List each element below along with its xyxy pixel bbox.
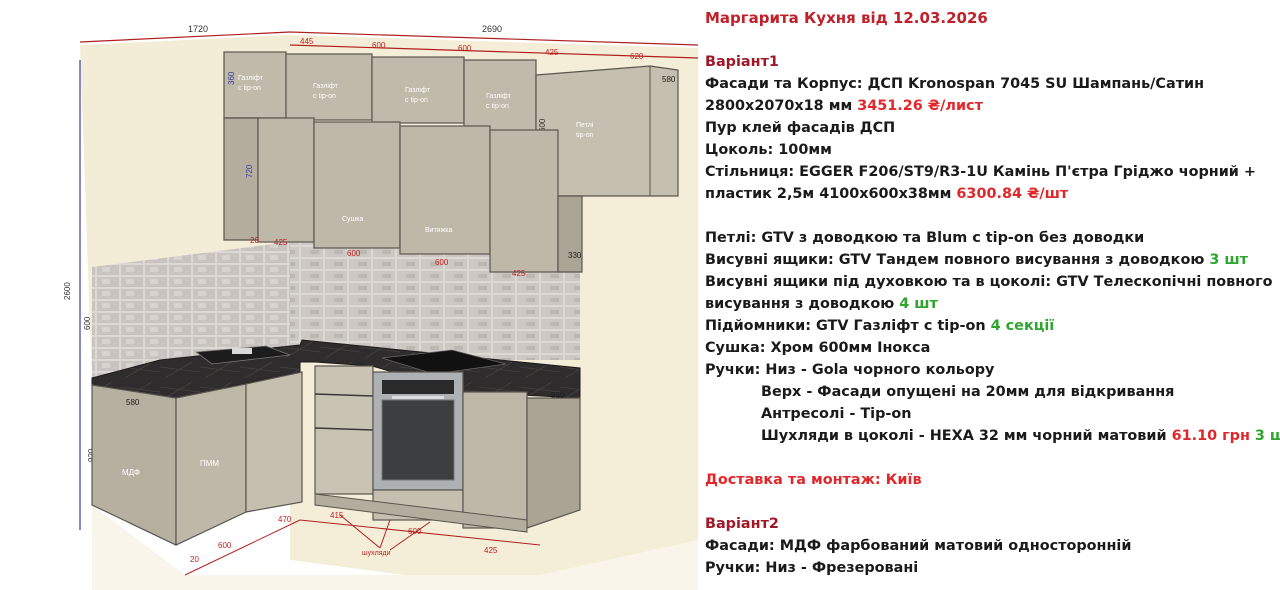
dim-425: 425 bbox=[545, 48, 559, 57]
glue-line: Пур клей фасадів ДСП bbox=[705, 120, 896, 136]
dim-445: 445 bbox=[300, 37, 314, 46]
v2-handles-line: Ручки: Низ - Фрезеровані bbox=[705, 560, 919, 576]
dim-600-floor: 600 bbox=[218, 541, 232, 550]
handles-mezz-line: Антресолі - Tip-on bbox=[761, 406, 912, 422]
dim-425-wall: 425 bbox=[512, 269, 526, 278]
lift1-label-a: Газліфт bbox=[238, 74, 264, 82]
dim-580-top: 580 bbox=[662, 75, 676, 84]
plinth-line: Цоколь: 100мм bbox=[705, 142, 832, 158]
handles-low-line: Ручки: Низ - Gola чорного кольору bbox=[705, 362, 995, 378]
dim-600b: 600 bbox=[458, 44, 472, 53]
cooktop bbox=[381, 349, 507, 375]
lift2-label-a: Газліфт bbox=[313, 82, 339, 90]
lift3-label-b: с tip-on bbox=[405, 97, 428, 104]
oven-door bbox=[381, 399, 455, 481]
base-cabinet-right-side bbox=[526, 397, 581, 529]
handles-plinth-price: 61.10 грн bbox=[1171, 428, 1250, 444]
dim-20-top: 20 bbox=[250, 236, 259, 245]
lift4-label-a: Газліфт bbox=[486, 92, 512, 100]
dim-1720: 1720 bbox=[188, 24, 208, 34]
variant1-heading: Варіант1 bbox=[705, 54, 779, 70]
worktop-line2: пластик 2,5м 4100x600x38мм 6300.84 ₴/шт bbox=[705, 186, 1069, 202]
dim-330: 330 bbox=[568, 251, 582, 260]
hinge-label-a: Петлі bbox=[576, 121, 594, 129]
dim-line-1720 bbox=[79, 31, 291, 43]
dim-580-right: 580 bbox=[551, 391, 565, 400]
oven-drawers-line1: Висувні ящики під духовкою та в цоколі: … bbox=[705, 274, 1273, 290]
upper-mezzanine-row bbox=[223, 51, 679, 197]
hood-label: Витяжка bbox=[425, 227, 452, 234]
handles-plinth-line: Шухляди в цоколі - HEXA 32 мм чорний мат… bbox=[761, 425, 1280, 447]
dim-360: 360 bbox=[227, 71, 236, 85]
mdf-label: МДФ bbox=[122, 468, 140, 477]
dryer-label: Сушка bbox=[342, 216, 363, 223]
wall-cabinet-dryer bbox=[313, 121, 401, 249]
floor bbox=[92, 505, 698, 590]
lifts-line: Підйомники: GTV Газліфт c tip-on 4 секці… bbox=[705, 318, 1055, 334]
sink-faucet bbox=[232, 348, 252, 354]
dishwasher-panel bbox=[245, 371, 303, 513]
facades-line2: 2800x2070x18 мм 3451.26 ₴/лист bbox=[705, 98, 983, 114]
dim-425-floor: 425 bbox=[484, 546, 498, 555]
dim-600-floor-b: 600 bbox=[408, 527, 422, 536]
dryer-line: Сушка: Хром 600мм Інокса bbox=[705, 340, 931, 356]
dim-600-vertical: 600 bbox=[538, 118, 547, 132]
dim-600-wall-a: 600 bbox=[347, 249, 361, 258]
worktop-price: 6300.84 ₴/шт bbox=[956, 186, 1069, 202]
wall-cabinets-row bbox=[223, 117, 583, 273]
dim-2600: 2600 bbox=[63, 282, 72, 300]
variant2-heading: Варіант2 bbox=[705, 516, 779, 532]
lift3-label-a: Газліфт bbox=[405, 86, 431, 94]
dim-600a: 600 bbox=[372, 41, 386, 50]
kitchen-3d-drawing: 1720 2690 445 600 600 425 620 2600 600 9… bbox=[63, 24, 699, 590]
worktop-line1: Стільниця: EGGER F206/ST9/R3-1U Камінь П… bbox=[705, 164, 1256, 180]
hinge-label-b: tip-on bbox=[576, 132, 594, 139]
plinth-drawers-label: шухляди bbox=[362, 550, 391, 557]
dim-620: 620 bbox=[630, 52, 644, 61]
handles-plinth-qty: 3 шт bbox=[1254, 428, 1280, 444]
dim-20-floor: 20 bbox=[190, 555, 199, 564]
lift1-label-b: с tip-on bbox=[238, 85, 261, 92]
dim-720: 720 bbox=[245, 164, 254, 178]
dim-425-top: 425 bbox=[274, 238, 288, 247]
lift-cabinet-3 bbox=[371, 56, 465, 124]
delivery-line: Доставка та монтаж: Київ bbox=[705, 472, 922, 488]
specification-panel: Маргарита Кухня від 12.03.2026 Варіант1 … bbox=[705, 0, 1280, 590]
dim-470-floor: 470 bbox=[278, 515, 292, 524]
drawers-line: Висувні ящики: GTV Тандем повного висува… bbox=[705, 252, 1248, 268]
wall-cabinet-1 bbox=[257, 117, 315, 243]
dim-600-apron: 600 bbox=[83, 316, 92, 330]
oven-drawers-qty: 4 шт bbox=[899, 296, 938, 312]
spec-title: Маргарита Кухня від 12.03.2026 bbox=[705, 9, 988, 27]
base-cabinet-right bbox=[462, 391, 528, 529]
lift4-label-b: с tip-on bbox=[486, 103, 509, 110]
facades-price: 3451.26 ₴/лист bbox=[857, 98, 983, 114]
pmm-label: ПММ bbox=[200, 459, 219, 468]
hinges-line: Петлі: GTV з доводкою та Blum c tip-on б… bbox=[705, 230, 1145, 246]
dim-2690: 2690 bbox=[482, 24, 502, 34]
base-cabinets-row bbox=[91, 365, 581, 546]
wall-cabinet-hood bbox=[399, 125, 491, 255]
dim-580-left: 580 bbox=[126, 398, 140, 407]
drawers-qty: 3 шт bbox=[1209, 252, 1248, 268]
handles-top-line: Верх - Фасади опущені на 20мм для відкри… bbox=[761, 384, 1175, 400]
lift2-label-b: с tip-on bbox=[313, 93, 336, 100]
v2-facades-line: Фасади: МДФ фарбований матовий односторо… bbox=[705, 538, 1132, 554]
dim-600-wall-b: 600 bbox=[435, 258, 449, 267]
dim-line-2690 bbox=[289, 31, 699, 46]
oven-drawers-line2: висування з доводкою 4 шт bbox=[705, 296, 938, 312]
lifts-qty: 4 секції bbox=[990, 318, 1055, 334]
lift-cabinet-2 bbox=[285, 53, 373, 121]
facades-line1: Фасади та Корпус: ДСП Kronospan 7045 SU … bbox=[705, 76, 1205, 92]
dim-415-floor: 415 bbox=[330, 511, 344, 520]
wall-cabinet-4 bbox=[489, 129, 559, 273]
